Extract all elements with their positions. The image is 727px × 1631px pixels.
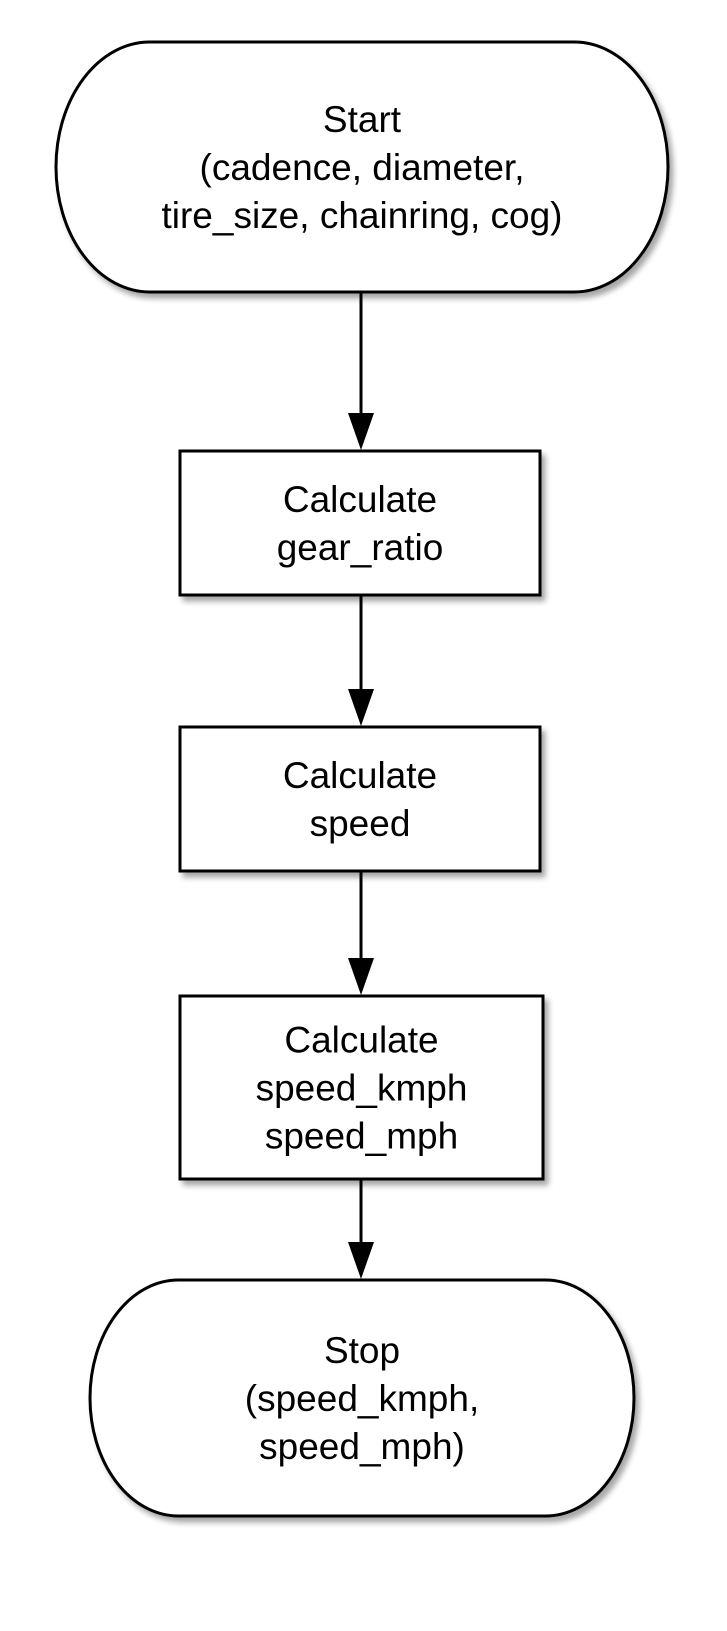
arrow-head <box>348 958 374 995</box>
arrow-head <box>348 413 374 450</box>
node-label-line: gear_ratio <box>277 527 444 568</box>
terminator-shape <box>54 40 670 294</box>
flowchart-node-calc-gear-ratio: Calculate gear_ratio <box>178 449 542 597</box>
node-label-line: speed <box>310 803 411 844</box>
process-box <box>178 725 542 873</box>
arrow-head <box>348 689 374 726</box>
node-label-line: Calculate <box>283 755 437 796</box>
flowchart-node-stop: Stop (speed_kmph, speed_mph) <box>88 1278 636 1518</box>
process-box <box>178 449 542 597</box>
flow-arrow <box>348 1179 374 1279</box>
node-label-line: speed_mph <box>265 1116 458 1157</box>
node-label-line: (speed_kmph, <box>245 1378 479 1419</box>
node-label-line: speed_kmph <box>256 1068 468 1109</box>
process-box <box>178 994 545 1181</box>
node-label-line: Start <box>323 99 402 140</box>
node-label-line: speed_mph) <box>259 1426 465 1467</box>
node-label-line: Calculate <box>283 479 437 520</box>
node-label-line: Stop <box>324 1330 400 1371</box>
flowchart-node-calc-speed-units: Calculate speed_kmph speed_mph <box>178 994 545 1181</box>
node-label-line: tire_size, chainring, cog) <box>161 195 562 236</box>
flowchart-node-calc-speed: Calculate speed <box>178 725 542 873</box>
node-label-line: (cadence, diameter, <box>200 147 525 188</box>
flow-arrow <box>348 871 374 995</box>
flow-arrow <box>348 292 374 450</box>
arrow-head <box>348 1242 374 1279</box>
node-label-line: Calculate <box>284 1020 438 1061</box>
flowchart-node-start: Start (cadence, diameter, tire_size, chain… <box>54 40 670 294</box>
flow-arrow <box>348 595 374 726</box>
terminator-shape <box>88 1278 636 1518</box>
